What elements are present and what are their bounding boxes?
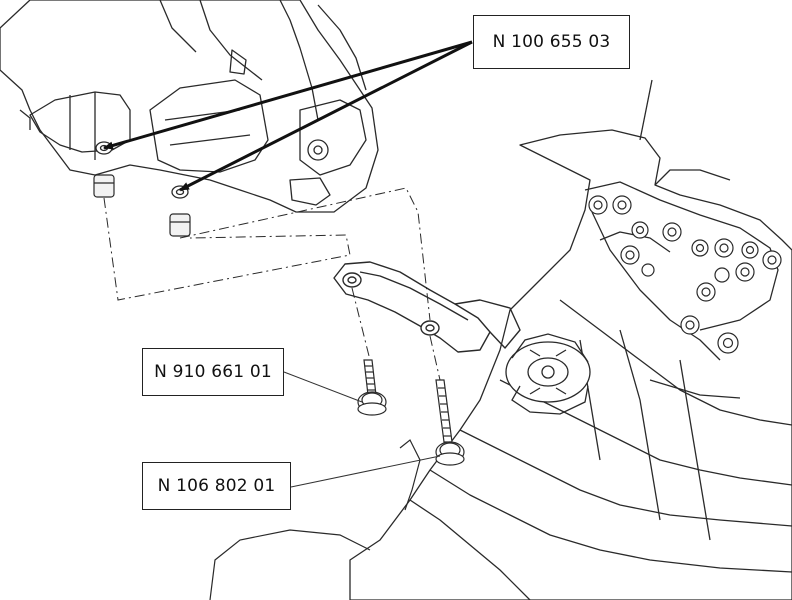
- torque-bracket: [333, 261, 521, 353]
- part-number-label-short-bolt: N 910 661 01: [142, 348, 284, 396]
- part-number-text: N 910 661 01: [154, 362, 272, 382]
- part-number-text: N 100 655 03: [492, 32, 611, 52]
- bolt-long: [435, 379, 465, 466]
- assembly-lines: [103, 187, 441, 381]
- transmission-bosses: [588, 195, 782, 354]
- part-number-label-long-bolt: N 106 802 01: [142, 462, 291, 510]
- callout-arrows: [103, 40, 473, 192]
- bolt-short: [357, 359, 387, 416]
- part-number-text: N 106 802 01: [157, 476, 276, 496]
- part-number-label-top: N 100 655 03: [473, 15, 630, 69]
- leader-lines: [283, 371, 441, 488]
- upper-component: [0, 0, 379, 213]
- upper-nuts: [93, 174, 191, 237]
- rubber-mount: [505, 333, 591, 415]
